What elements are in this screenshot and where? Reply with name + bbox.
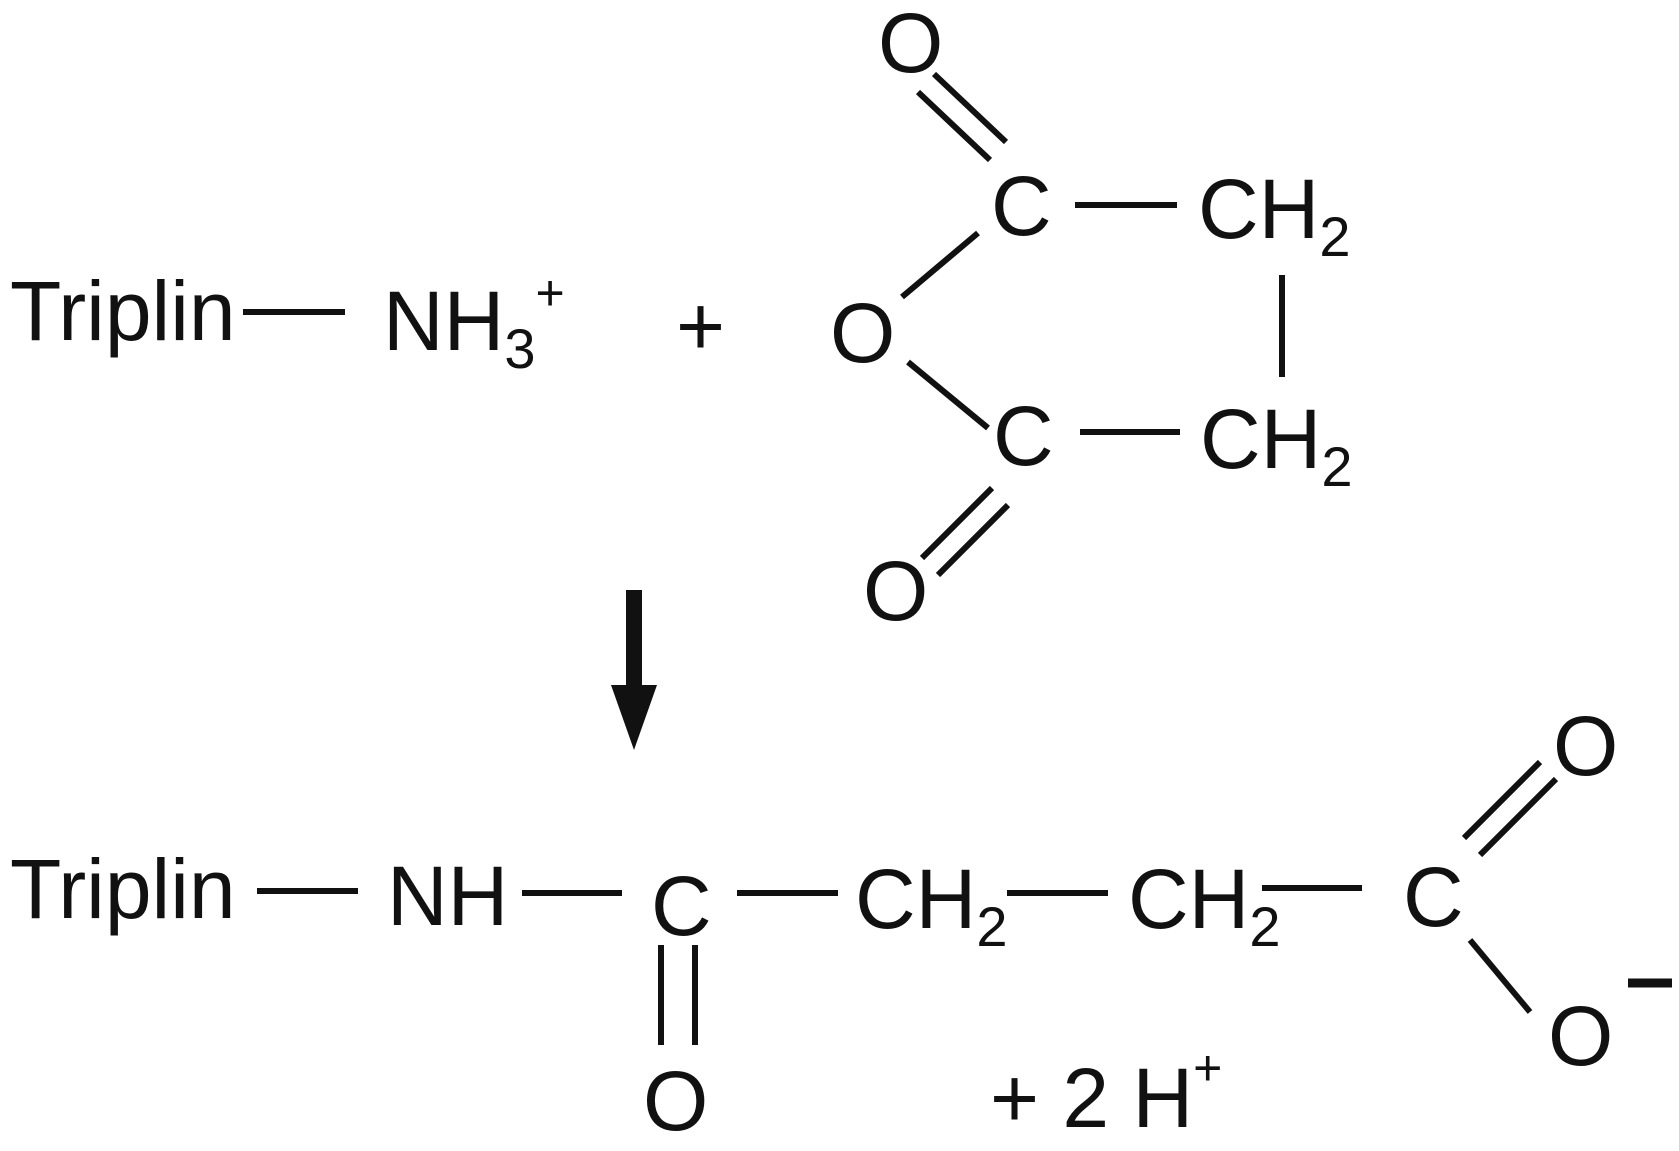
anhydride-top-ch2: CH2 bbox=[1198, 162, 1350, 268]
bond-ring-o-bottom-c bbox=[906, 359, 990, 431]
bond-top-co-double-b bbox=[931, 71, 1009, 145]
down-arrow-icon bbox=[611, 590, 657, 750]
arrow-head bbox=[611, 685, 657, 750]
bond-bottom-co-double-b bbox=[935, 502, 1011, 578]
reactant-protein-name: Triplin bbox=[10, 264, 236, 358]
anhydride-top-oxygen: O bbox=[878, 0, 943, 90]
bond-bottom-co-double-a bbox=[919, 485, 995, 561]
product-amide-carbon: C bbox=[651, 859, 712, 953]
reactant-plus-sign: + bbox=[676, 279, 725, 373]
product-ch2-1: CH2 bbox=[855, 852, 1007, 958]
product-carboxyl-carbon: C bbox=[1403, 850, 1464, 944]
succinic-anhydride: O C CH2 CH2 C O O bbox=[830, 0, 1352, 638]
reactant-triplin-amine: Triplin NH3+ bbox=[10, 264, 565, 380]
anhydride-bottom-carbon: C bbox=[993, 389, 1054, 483]
anhydride-top-carbon: C bbox=[991, 159, 1052, 253]
bond-top-co-double-a bbox=[915, 89, 993, 163]
bond-carboxyl-co-double-b bbox=[1477, 776, 1559, 858]
anhydride-ring-oxygen: O bbox=[830, 286, 895, 380]
product-ch2-2: CH2 bbox=[1128, 852, 1280, 958]
product-carboxyl-oxygen-double: O bbox=[1553, 699, 1618, 793]
bond-ring-o-top-c bbox=[900, 230, 980, 300]
anhydride-bottom-ch2: CH2 bbox=[1200, 392, 1352, 498]
byproduct-protons: + 2 H+ bbox=[990, 1040, 1222, 1145]
product-amide-oxygen: O bbox=[643, 1054, 708, 1148]
bond-carboxyl-co-double-a bbox=[1461, 759, 1543, 841]
reactant-nh3-group: NH3+ bbox=[383, 265, 565, 380]
anhydride-bottom-oxygen: O bbox=[863, 544, 928, 638]
product-succinylated-triplin: Triplin NH C O CH2 CH2 C O O + 2 H+ bbox=[10, 699, 1672, 1148]
product-nh: NH bbox=[387, 849, 508, 943]
product-protein-name: Triplin bbox=[10, 842, 236, 936]
bond-carboxyl-co-single bbox=[1467, 938, 1533, 1014]
product-carboxyl-oxygen-single: O bbox=[1548, 989, 1613, 1083]
